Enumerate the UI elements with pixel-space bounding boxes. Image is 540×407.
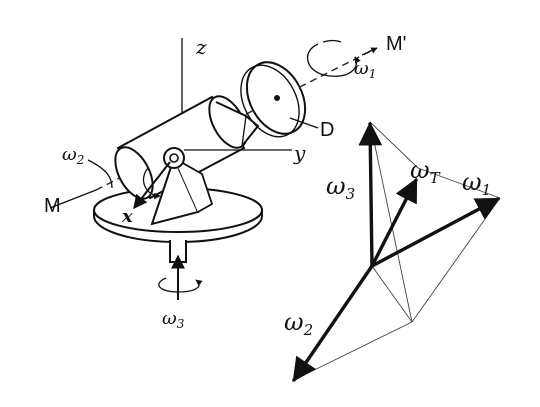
- y-axis-label: y: [293, 141, 306, 165]
- d-label: D: [320, 119, 334, 141]
- omega1-vector: [370, 197, 501, 268]
- omegaT-right-label: ωT: [410, 156, 441, 187]
- z-axis-label: z: [195, 35, 207, 59]
- omega1-left-label: ω1: [354, 58, 376, 81]
- omega3-vector: [358, 121, 383, 268]
- omegaT-vector: [370, 177, 418, 268]
- omega2-right-label: ω2: [284, 308, 313, 339]
- omega3-rotation-arc: [158, 277, 203, 293]
- omega3-right-label: ω3: [326, 172, 355, 203]
- telescope-mount: [49, 38, 378, 300]
- m-label: M: [44, 195, 61, 217]
- x-axis: [133, 161, 171, 210]
- omega2-rotation-arc: [143, 167, 161, 200]
- m-prime-label: M': [386, 33, 406, 55]
- omega1-right-label: ω1: [462, 168, 491, 199]
- angular-velocity-vectors: [292, 121, 501, 382]
- omega2-vector: [292, 264, 374, 382]
- x-axis-label: x: [121, 206, 133, 227]
- omega2-left-label: ω2: [62, 144, 84, 167]
- omega3-left-label: ω3: [162, 308, 185, 331]
- omega1-rotation-arc: [307, 43, 361, 77]
